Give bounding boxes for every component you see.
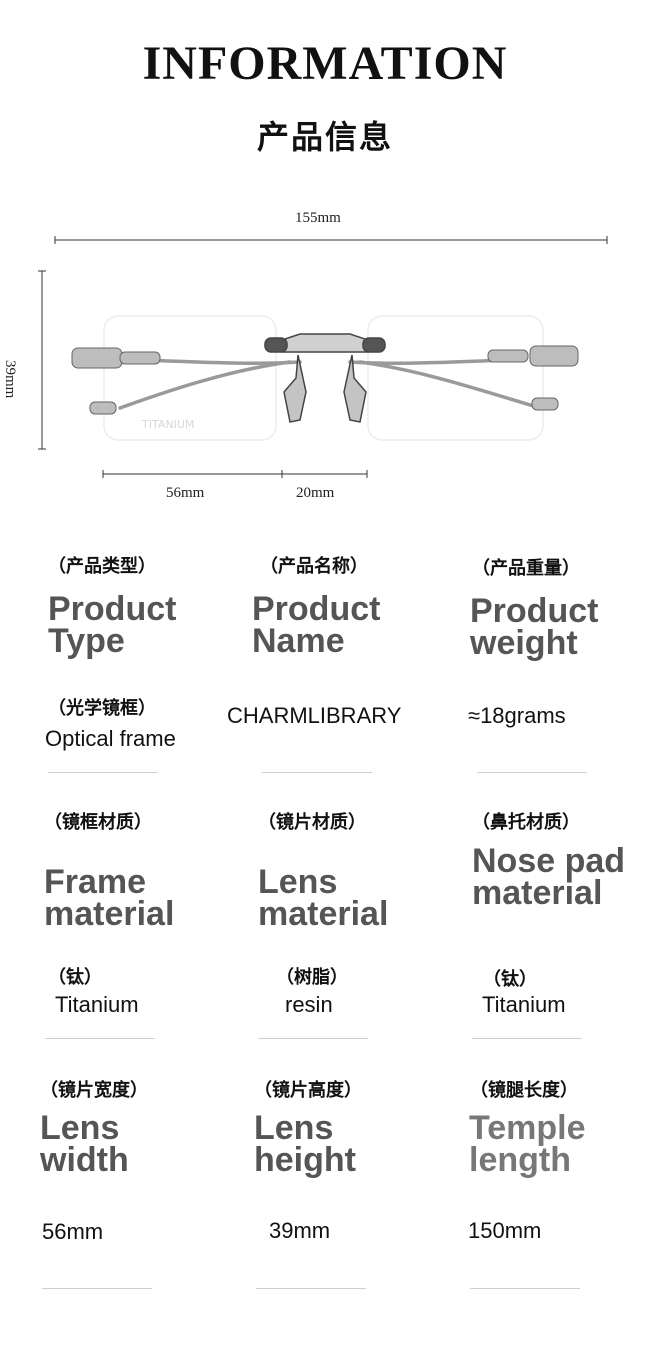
spec-cn-label: （镜片宽度） <box>40 1080 148 1101</box>
spec-cn-label: （镜腿长度） <box>470 1080 578 1101</box>
spec-en-title: Product weight <box>470 592 599 662</box>
right-hinge <box>529 345 579 367</box>
spec-en-title: Lens width <box>40 1109 129 1179</box>
divider <box>48 772 158 773</box>
page-subtitle: 产品信息 <box>256 118 393 156</box>
divider <box>262 772 372 773</box>
spec-en-title: Product Name <box>252 590 381 660</box>
spec-value: 150mm <box>468 1218 542 1243</box>
spec-en-title: Nose pad material <box>472 842 626 912</box>
spec-cn-label: （鼻托材质） <box>472 812 580 833</box>
divider <box>472 1038 582 1039</box>
spec-value: resin <box>285 992 333 1017</box>
spec-en-title: Lens height <box>254 1109 356 1179</box>
spec-en-title: Lens material <box>258 863 389 933</box>
left-lens <box>103 315 277 441</box>
spec-cn-label: （产品名称） <box>260 556 368 577</box>
frame-brand-mark: TITANIUM <box>142 418 195 431</box>
left-temple-arm <box>118 360 292 410</box>
bridge <box>281 333 369 353</box>
spec-sub-label: （树脂） <box>276 967 348 988</box>
spec-value: 39mm <box>269 1218 331 1243</box>
page-title: INFORMATION <box>142 37 508 90</box>
right-temple-arm <box>358 360 542 410</box>
bridge-width-label: 20mm <box>296 485 335 501</box>
left-temple-tip <box>89 401 117 415</box>
divider <box>42 1288 152 1289</box>
spec-en-title: Product Type <box>48 590 177 660</box>
right-lens <box>367 315 544 441</box>
spec-en-title: Frame material <box>44 863 175 933</box>
glasses-diagram <box>38 236 608 478</box>
spec-en-title: Temple length <box>469 1109 586 1179</box>
divider <box>258 1038 368 1039</box>
spec-value: Optical frame <box>45 726 176 751</box>
spec-value: 56mm <box>42 1219 104 1244</box>
lens-width-label: 56mm <box>166 485 205 501</box>
spec-cn-label: （产品类型） <box>48 556 156 577</box>
left-nose-pad <box>283 354 307 423</box>
height-label: 39mm <box>2 360 18 399</box>
divider <box>470 1288 580 1289</box>
spec-cn-label: （镜片高度） <box>254 1080 362 1101</box>
spec-value: CHARMLIBRARY <box>227 703 402 728</box>
spec-value: Titanium <box>55 992 139 1017</box>
left-hinge <box>71 347 123 369</box>
divider <box>45 1038 155 1039</box>
total-width-label: 155mm <box>295 210 341 226</box>
right-nose-pad <box>343 354 367 423</box>
spec-sub-label: （光学镜框） <box>48 698 156 719</box>
spec-sub-label: （钛） <box>483 969 537 990</box>
spec-value: Titanium <box>482 992 566 1017</box>
spec-value: ≈18grams <box>468 703 566 728</box>
right-temple-tip <box>531 397 559 411</box>
spec-cn-label: （镜框材质） <box>44 812 152 833</box>
divider <box>477 772 587 773</box>
spec-sub-label: （钛） <box>48 967 102 988</box>
divider <box>256 1288 366 1289</box>
spec-cn-label: （镜片材质） <box>258 812 366 833</box>
spec-cn-label: （产品重量） <box>472 558 580 579</box>
